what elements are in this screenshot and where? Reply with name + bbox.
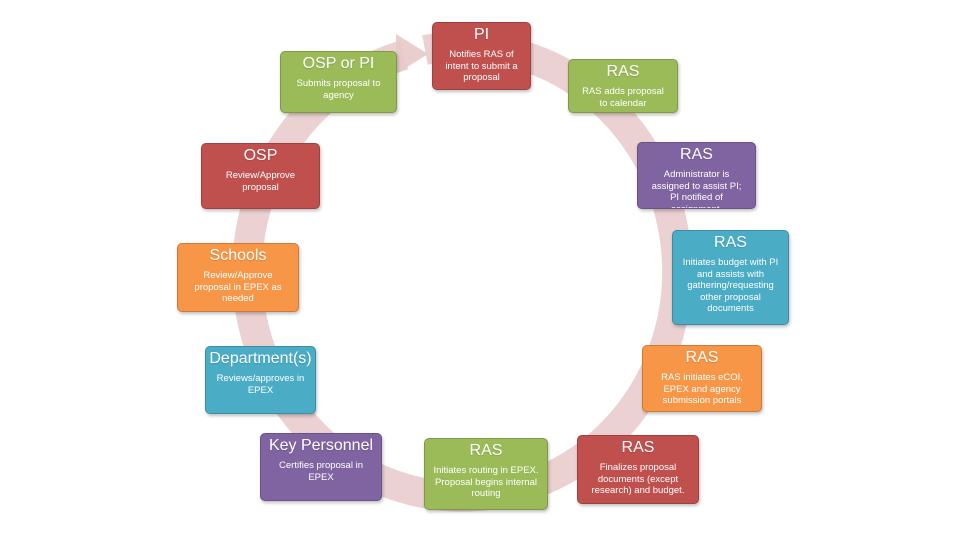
step-title: RAS — [621, 439, 655, 456]
step-description: Initiates routing in EPEX. Proposal begi… — [433, 465, 539, 499]
step-description: Finalizes proposal documents (except res… — [591, 462, 685, 496]
step-description: Review/Approve proposal in EPEX as neede… — [194, 270, 282, 304]
step-description: Initiates budget with PI and assists wit… — [682, 257, 779, 314]
step-ras-routing: RAS Initiates routing in EPEX. Proposal … — [424, 438, 548, 510]
step-title: RAS — [680, 146, 713, 163]
step-title: RAS — [714, 234, 747, 251]
step-title: Key Personnel — [268, 437, 374, 454]
step-description: RAS adds proposal to calendar — [582, 86, 664, 109]
step-description: Review/Approve proposal — [225, 170, 296, 193]
step-title: OSP — [243, 147, 278, 164]
step-title: PI — [473, 26, 490, 43]
step-title: RAS — [469, 442, 503, 459]
step-osp-or-pi-submit: OSP or PI Submits proposal to agency — [280, 51, 397, 113]
step-key-personnel: Key Personnel Certifies proposal in EPEX — [260, 433, 382, 501]
step-ras-portals: RAS RAS initiates eCOI, EPEX and agency … — [642, 345, 762, 412]
step-osp-review: OSP Review/Approve proposal — [201, 143, 320, 209]
step-departments: Department(s) Reviews/approves in EPEX — [205, 346, 316, 414]
step-description: RAS initiates eCOI, EPEX and agency subm… — [661, 372, 743, 406]
step-schools: Schools Review/Approve proposal in EPEX … — [177, 243, 299, 312]
step-ras-calendar: RAS RAS adds proposal to calendar — [568, 59, 678, 113]
step-description: Submits proposal to agency — [296, 78, 381, 101]
step-description: Administrator is assigned to assist PI; … — [651, 169, 742, 209]
step-description: Certifies proposal in EPEX — [279, 460, 363, 483]
step-title: OSP or PI — [302, 55, 375, 72]
step-title: RAS — [606, 63, 640, 80]
step-title: Department(s) — [209, 350, 312, 367]
step-description: Notifies RAS of intent to submit a propo… — [445, 49, 518, 83]
step-ras-assign: RAS Administrator is assigned to assist … — [637, 142, 756, 209]
step-pi-notify: PI Notifies RAS of intent to submit a pr… — [432, 22, 531, 90]
step-ras-budget: RAS Initiates budget with PI and assists… — [672, 230, 789, 325]
step-title: RAS — [685, 349, 719, 366]
step-ras-finalize: RAS Finalizes proposal documents (except… — [577, 435, 699, 504]
step-title: Schools — [209, 247, 267, 264]
step-description: Reviews/approves in EPEX — [216, 373, 305, 396]
